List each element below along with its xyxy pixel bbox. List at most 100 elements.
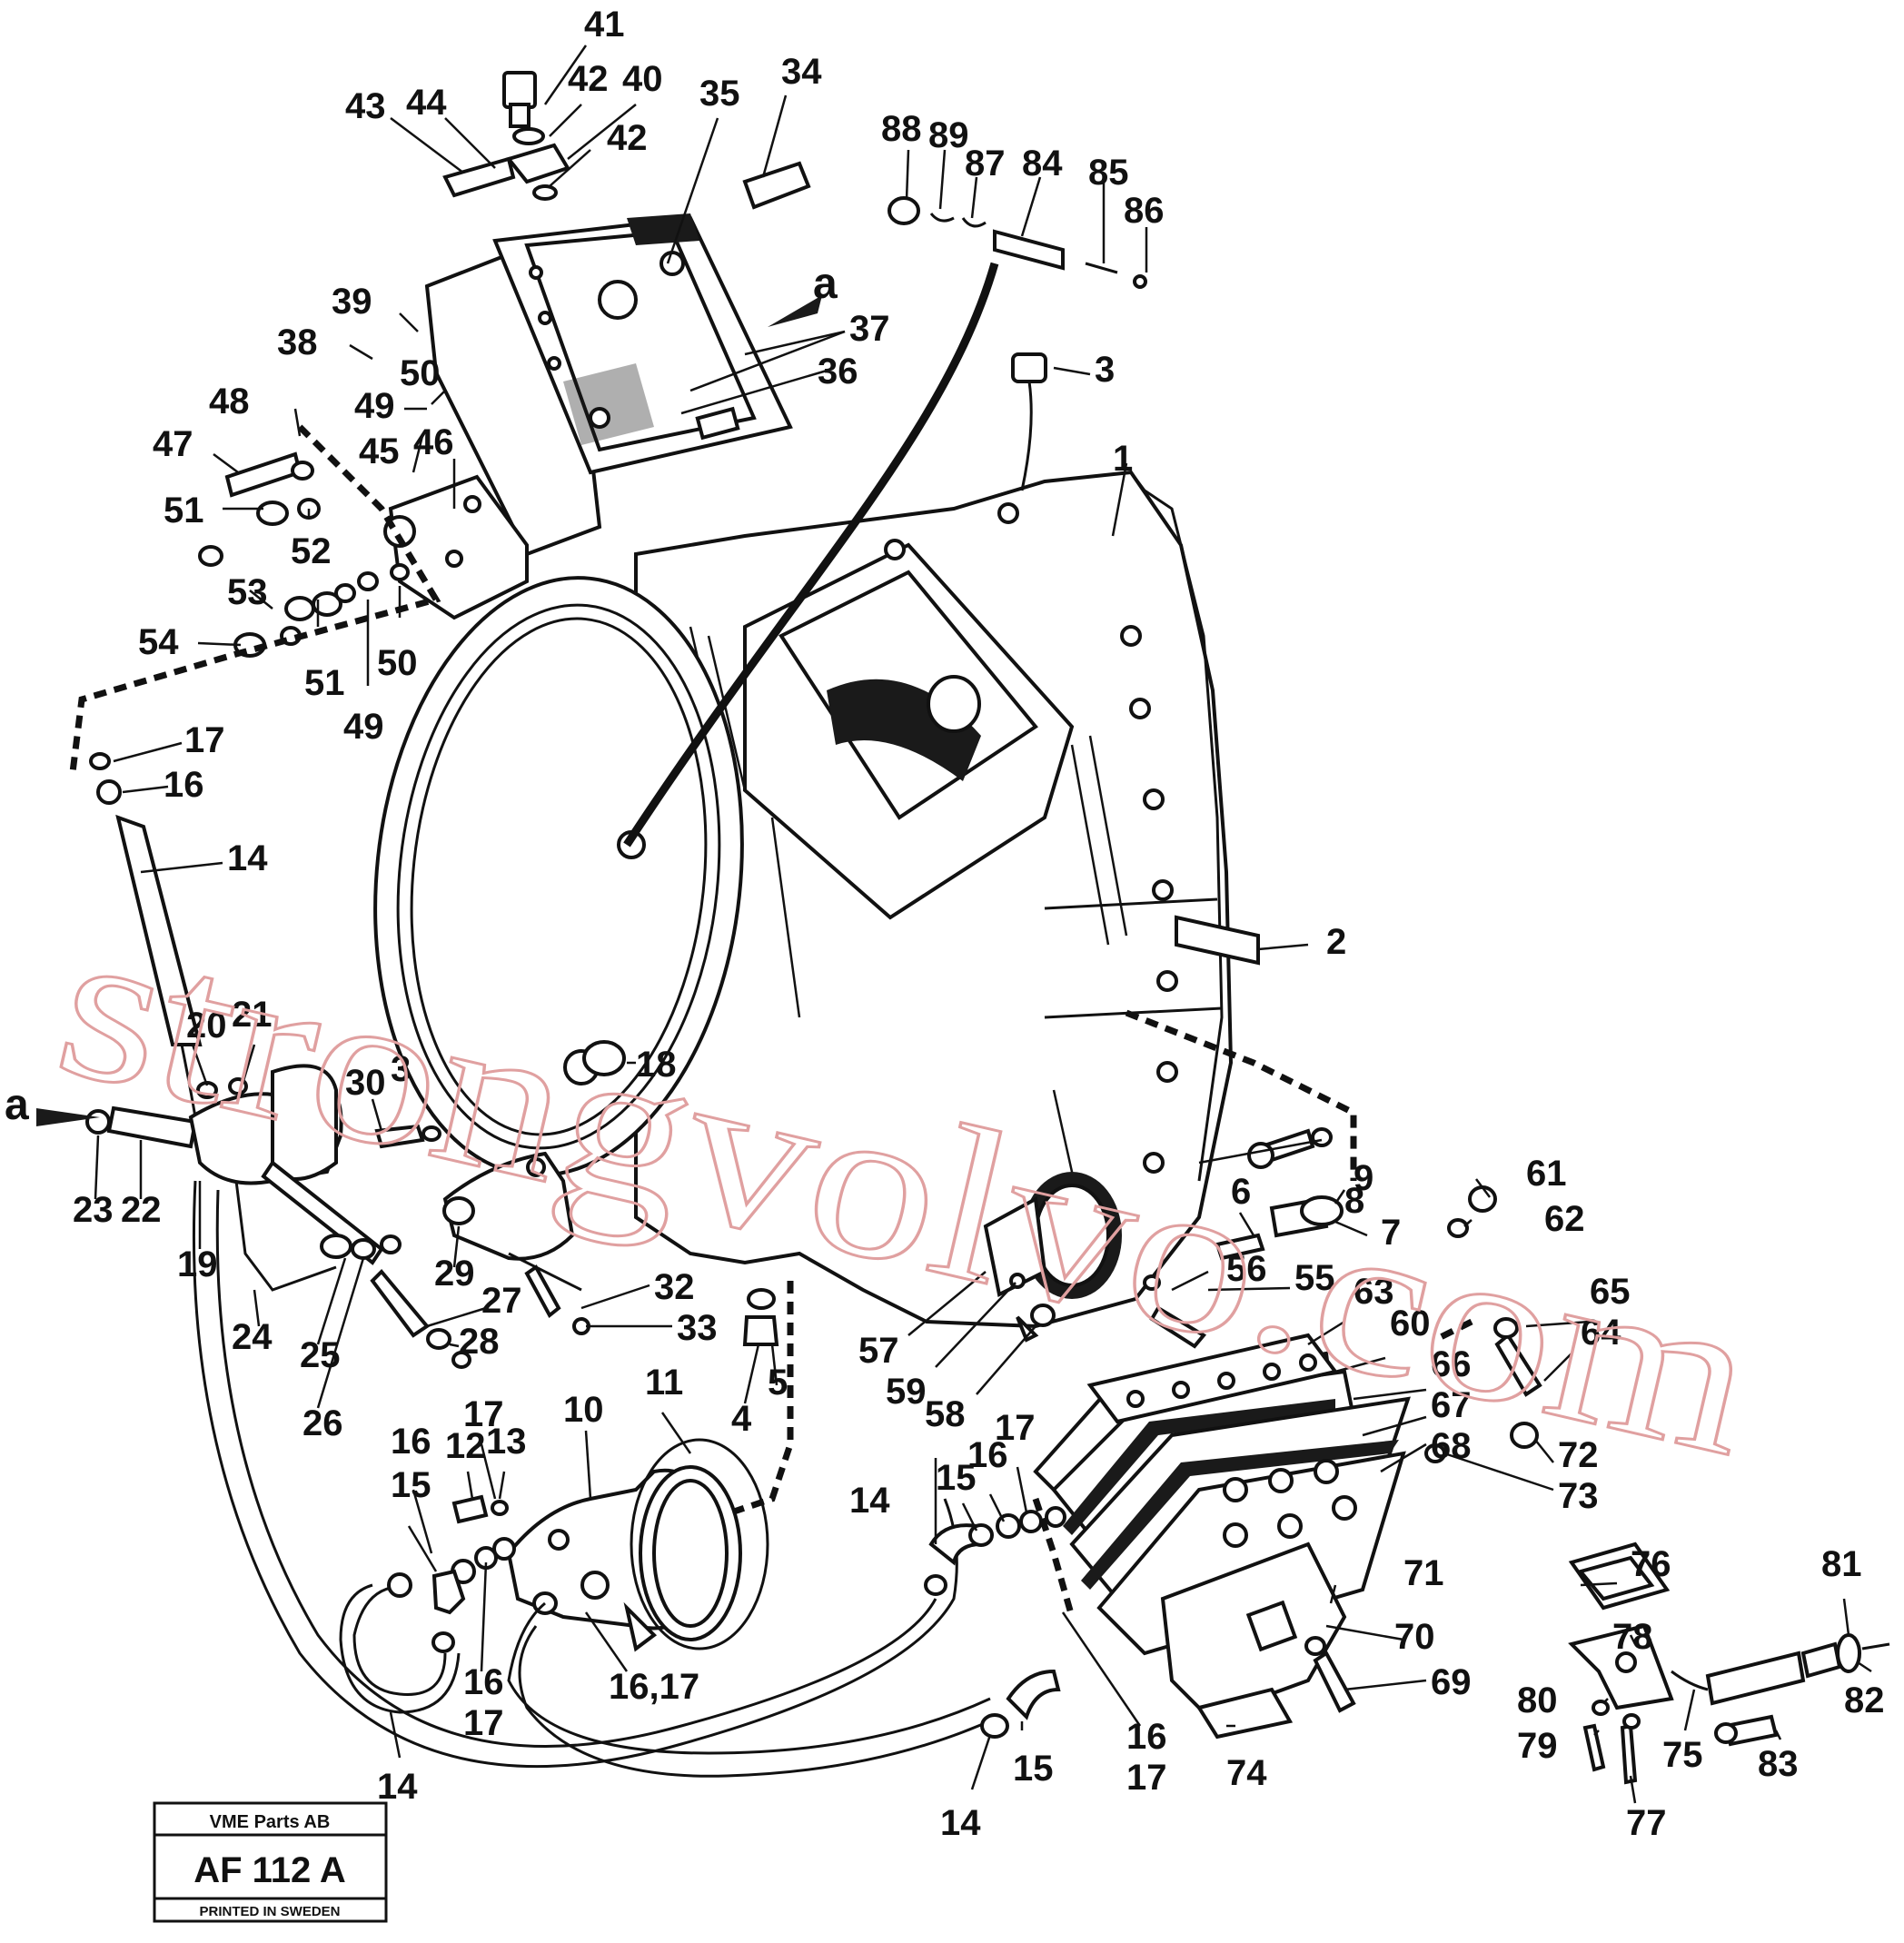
- callout-45: 45: [359, 431, 400, 471]
- callout-22: 22: [121, 1190, 162, 1230]
- callout-74: 74: [1226, 1753, 1267, 1793]
- callout-56: 56: [1226, 1249, 1267, 1289]
- callout-32: 32: [654, 1267, 695, 1307]
- callout-3: 3: [1095, 350, 1115, 390]
- callout-16-17: 16,17: [609, 1667, 699, 1707]
- filter-stack: [1033, 1351, 1411, 1740]
- callout-87: 87: [965, 144, 1006, 183]
- bracket-57: [983, 1195, 1056, 1343]
- callout-84: 84: [1022, 144, 1063, 183]
- callout-17: 17: [184, 720, 225, 760]
- hose-pump-right-outer: [518, 1625, 1000, 1778]
- callout-21: 21: [232, 995, 273, 1035]
- callout-64: 64: [1581, 1313, 1621, 1353]
- callout-17: 17: [995, 1408, 1036, 1448]
- callout-23: 23: [73, 1190, 114, 1230]
- right-bolts: [1143, 1127, 1542, 1713]
- callout-78: 78: [1612, 1617, 1653, 1657]
- callout-50: 50: [400, 353, 441, 393]
- callout-16: 16: [391, 1422, 431, 1462]
- bracket-76-assembly: [1568, 1542, 1890, 1785]
- callout-82: 82: [1844, 1680, 1885, 1720]
- pump-10: [506, 1438, 769, 1652]
- callout-71: 71: [1403, 1553, 1444, 1593]
- hose-big-loop: [193, 1180, 958, 1769]
- callout-30: 30: [345, 1063, 386, 1103]
- callout-77: 77: [1626, 1803, 1667, 1843]
- callout-7: 7: [1381, 1213, 1401, 1253]
- callout-85: 85: [1088, 153, 1129, 193]
- callout-75: 75: [1662, 1735, 1703, 1775]
- callout-43: 43: [345, 86, 386, 126]
- callout-13: 13: [486, 1422, 527, 1462]
- callout-14: 14: [227, 838, 268, 878]
- callout-26: 26: [302, 1403, 343, 1443]
- callout-86: 86: [1124, 191, 1165, 231]
- callout-62: 62: [1544, 1199, 1585, 1239]
- callout-52: 52: [291, 531, 332, 571]
- shaft-2: [1175, 915, 1260, 966]
- title-drawing-number: AF 112 A: [193, 1850, 345, 1890]
- callout-18: 18: [636, 1045, 677, 1085]
- callout-44: 44: [406, 83, 447, 123]
- callout-33: 33: [677, 1308, 718, 1348]
- callout-17: 17: [463, 1394, 504, 1434]
- callout-6: 6: [1231, 1172, 1251, 1212]
- pipe-84-assembly: [888, 196, 1147, 289]
- callout-35: 35: [699, 74, 740, 114]
- callout-49: 49: [343, 707, 384, 747]
- callout-88: 88: [881, 109, 922, 149]
- arrow-a-left: [36, 1108, 100, 1126]
- callout-34: 34: [781, 52, 822, 92]
- leader-lines: [94, 45, 1872, 1804]
- callout-16: 16: [164, 765, 204, 805]
- fitting-4-5: [742, 1288, 779, 1346]
- callout-41: 41: [584, 5, 625, 45]
- callout-20: 20: [186, 1006, 227, 1046]
- dashed-line-right-small: [1433, 1318, 1473, 1343]
- callout-54: 54: [138, 622, 179, 662]
- callout-83: 83: [1758, 1744, 1799, 1784]
- callout-2: 2: [1326, 922, 1346, 962]
- title-block: VME Parts AB AF 112 A PRINTED IN SWEDEN: [153, 1801, 388, 1923]
- callout-16: 16: [463, 1662, 504, 1702]
- callout-15: 15: [936, 1458, 977, 1498]
- top-fittings: [442, 71, 811, 210]
- transmission-housing: [634, 470, 1234, 1329]
- callout-8: 8: [1344, 1181, 1364, 1221]
- callout-29: 29: [434, 1254, 475, 1294]
- dashed-line-right: [1125, 1009, 1357, 1181]
- plate-60: [1086, 1333, 1339, 1424]
- pipe-14-left: [180, 1044, 197, 1118]
- title-company: VME Parts AB: [210, 1812, 331, 1832]
- callout-37: 37: [849, 309, 890, 349]
- callout-40: 40: [622, 59, 663, 99]
- callout-15: 15: [391, 1465, 431, 1505]
- callout-labels: 41 42 40 43 44 42 35 34 88 89 87 84 85 8…: [5, 5, 1885, 1843]
- callout-27: 27: [481, 1281, 522, 1321]
- breather-3: [1011, 352, 1047, 491]
- callout-17: 17: [1126, 1758, 1167, 1798]
- callout-5: 5: [768, 1363, 788, 1403]
- callout-76: 76: [1631, 1544, 1671, 1584]
- control-valve-block: [424, 213, 793, 557]
- callout-9: 9: [1354, 1158, 1373, 1198]
- callout-42: 42: [568, 59, 609, 99]
- hose-big-loop-inner: [215, 1189, 937, 1748]
- callout-46: 46: [413, 422, 454, 462]
- callout-81: 81: [1821, 1544, 1862, 1584]
- callout-1: 1: [1113, 439, 1133, 479]
- callout-69: 69: [1431, 1662, 1472, 1702]
- callout-a-left: a: [5, 1081, 29, 1129]
- callout-12: 12: [445, 1426, 486, 1466]
- callout-68: 68: [1431, 1426, 1472, 1466]
- callout-60: 60: [1390, 1304, 1431, 1343]
- callout-24: 24: [232, 1317, 273, 1357]
- callout-28: 28: [459, 1322, 500, 1362]
- callout-53: 53: [227, 572, 268, 612]
- title-printed-note: PRINTED IN SWEDEN: [199, 1904, 340, 1919]
- callout-3: 3: [391, 1049, 411, 1089]
- callout-16: 16: [1126, 1717, 1167, 1757]
- callout-55: 55: [1294, 1258, 1335, 1298]
